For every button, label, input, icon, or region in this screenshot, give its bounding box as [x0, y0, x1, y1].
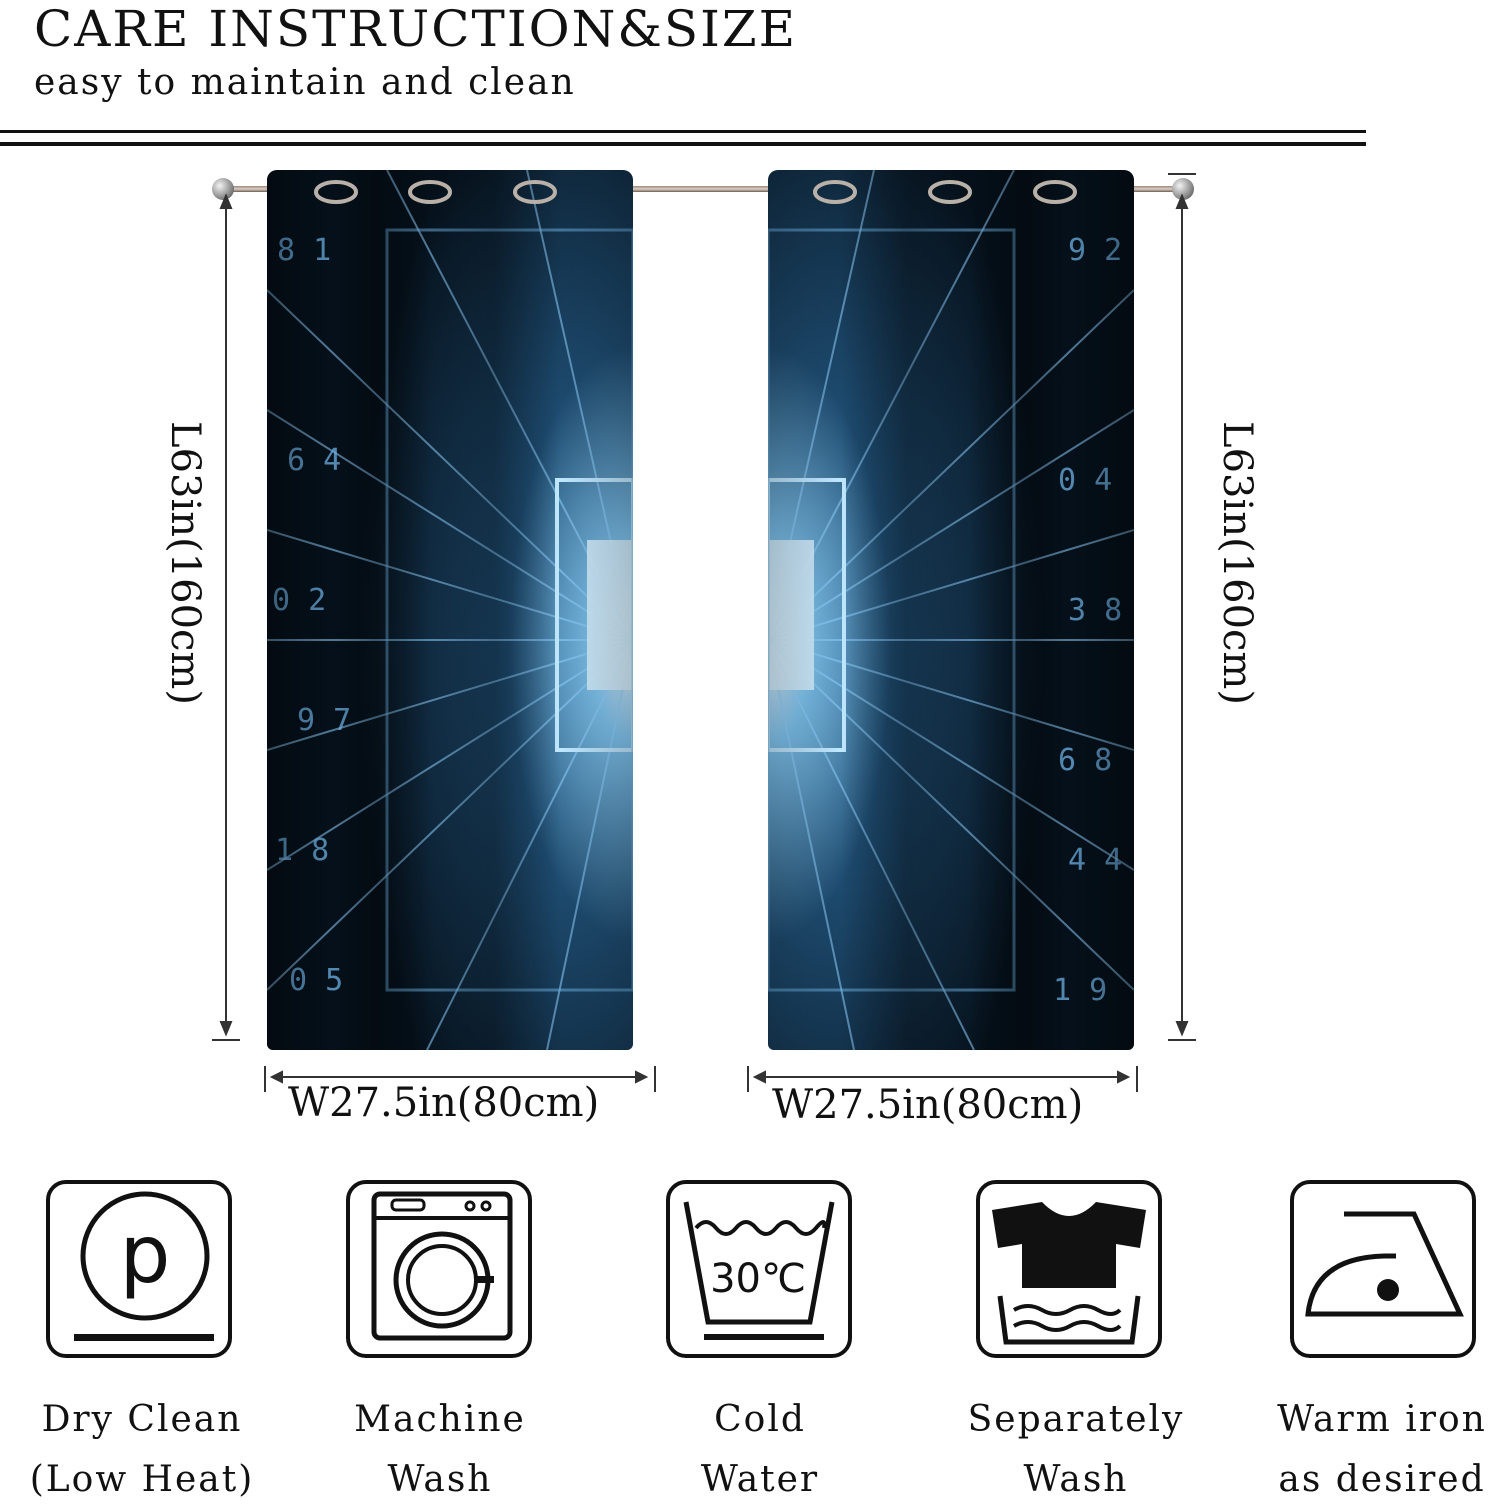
curtain-panel-left: 8 16 40 2 9 71 80 5: [267, 170, 633, 1050]
curtain-panel-right: 9 20 43 8 6 84 41 9: [768, 170, 1134, 1050]
title: CARE INSTRUCTION&SIZE: [34, 0, 798, 58]
width-label-right: W27.5in(80cm): [772, 1082, 1084, 1128]
care-label-cold-water: Cold Water: [640, 1390, 880, 1510]
care-label-line2: Water: [700, 1459, 820, 1500]
dry-clean-icon: p: [46, 1180, 232, 1358]
warm-iron-icon: [1290, 1180, 1476, 1358]
care-label-line1: Machine: [354, 1399, 526, 1440]
grommets: [314, 180, 1077, 204]
temperature-text: 30℃: [710, 1256, 806, 1302]
cold-water-icon: 30℃: [666, 1180, 852, 1358]
care-label-warm-iron: Warm iron as desired: [1262, 1390, 1500, 1510]
width-label-left: W27.5in(80cm): [288, 1080, 600, 1126]
care-label-line2: as desired: [1278, 1459, 1486, 1500]
care-label-separately-wash: Separately Wash: [956, 1390, 1196, 1510]
care-label-line1: Warm iron: [1277, 1399, 1487, 1440]
curtain-pattern-right: 9 20 43 8 6 84 41 9: [768, 170, 1134, 1050]
length-label-right: L63in(160cm): [1214, 421, 1260, 705]
grommet: [314, 180, 358, 204]
care-label-line1: Dry Clean: [41, 1399, 243, 1440]
dimension-lines: [212, 173, 1196, 1092]
care-label-dry-clean: Dry Clean (Low Heat): [22, 1390, 262, 1510]
care-label-line2: Wash: [1023, 1459, 1129, 1500]
divider-bottom: [0, 142, 1366, 146]
care-label-line2: Wash: [387, 1459, 493, 1500]
svg-text:p: p: [120, 1208, 171, 1301]
separately-wash-icon: [976, 1180, 1162, 1358]
divider-top: [0, 130, 1366, 133]
grommet: [813, 180, 857, 204]
care-label-line1: Separately: [967, 1399, 1185, 1440]
curtain-pattern-left: 8 16 40 2 9 71 80 5: [267, 170, 633, 1050]
machine-wash-icon: [346, 1180, 532, 1358]
care-label-line2: (Low Heat): [29, 1459, 255, 1500]
curtain-rod: [218, 186, 1188, 192]
grommet: [1033, 180, 1077, 204]
grommet: [928, 180, 972, 204]
grommet: [513, 180, 557, 204]
care-label-line1: Cold: [714, 1399, 806, 1440]
care-label-machine-wash: Machine Wash: [320, 1390, 560, 1510]
grommet: [408, 180, 452, 204]
rod-finial-left: [212, 178, 234, 200]
rod-finial-right: [1172, 178, 1194, 200]
subtitle: easy to maintain and clean: [34, 62, 576, 103]
length-label-left: L63in(160cm): [162, 421, 208, 705]
